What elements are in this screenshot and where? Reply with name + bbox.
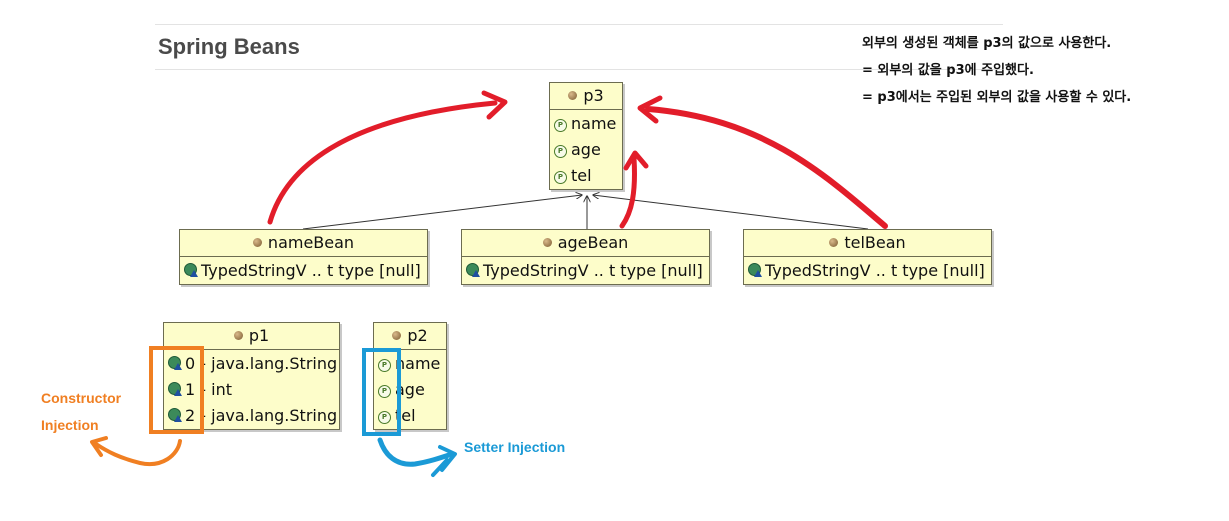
- bean-icon: [568, 91, 578, 100]
- property-icon: P: [378, 385, 391, 398]
- bean-namebean[interactable]: nameBean TypedStringV .. t type [null]: [179, 229, 428, 285]
- setter-injection-label: Setter Injection: [464, 439, 566, 455]
- annotation-notes: 외부의 생성된 객체를 p3의 값으로 사용한다. = 외부의 값을 p3에 주…: [862, 30, 1131, 111]
- property-icon: P: [554, 119, 567, 132]
- bean-agebean[interactable]: ageBean TypedStringV .. t type [null]: [461, 229, 710, 285]
- constructor-arg-label: TypedStringV .. t type [null]: [483, 261, 703, 280]
- bean-header: p1: [164, 323, 339, 350]
- property-label: age: [571, 140, 601, 159]
- constructor-arg-row[interactable]: 1 - int: [164, 377, 339, 403]
- property-icon: P: [378, 359, 391, 372]
- constructor-arg-row[interactable]: 2 - java.lang.String: [164, 403, 339, 429]
- red-arrow-agebean: [619, 155, 637, 229]
- blue-arrowhead-setter: [431, 445, 457, 477]
- bean-icon: [392, 331, 402, 340]
- constructor-arg-index: 0: [185, 354, 196, 373]
- bean-header: ageBean: [462, 230, 709, 257]
- constructor-arg-icon: [184, 263, 198, 277]
- bean-header: telBean: [744, 230, 991, 257]
- constructor-label-line: Constructor: [41, 390, 122, 406]
- property-icon: P: [554, 145, 567, 158]
- constructor-arg-icon: [168, 382, 182, 396]
- red-arrow-telbean: [645, 106, 888, 229]
- bean-p1[interactable]: p1 0 - java.lang.String 1 - int 2 - java…: [163, 322, 340, 430]
- bean-icon: [233, 331, 243, 340]
- orange-arrow-constructor: [94, 439, 182, 467]
- bean-icon: [829, 238, 839, 247]
- constructor-arg-label: TypedStringV .. t type [null]: [201, 261, 421, 280]
- bean-name: p2: [407, 326, 428, 345]
- red-arrowhead-telbean: [637, 95, 663, 124]
- note-line: = 외부의 값을 p3에 주입했다.: [862, 63, 1034, 78]
- blue-arrow-setter: [377, 437, 455, 467]
- red-arrowhead-namebean: [481, 90, 508, 120]
- header-top-rule: [155, 24, 1003, 25]
- constructor-arg-row[interactable]: 0 - java.lang.String: [164, 351, 339, 377]
- connector-telbean-p3: [593, 195, 869, 230]
- setter-highlight-box: [362, 348, 401, 436]
- constructor-injection-label: Constructor Injection: [41, 385, 121, 439]
- property-icon: P: [378, 411, 391, 424]
- bean-name: ageBean: [557, 233, 629, 252]
- bean-telbean[interactable]: telBean TypedStringV .. t type [null]: [743, 229, 992, 285]
- bean-header: p2: [374, 323, 446, 350]
- constructor-label-line: Injection: [41, 417, 99, 433]
- bean-name: p1: [248, 326, 270, 345]
- constructor-arg-row[interactable]: TypedStringV .. t type [null]: [462, 258, 709, 284]
- orange-arrowhead-constructor: [90, 436, 108, 457]
- constructor-arg-type: - int: [200, 380, 232, 399]
- constructor-arg-index: 1: [185, 380, 196, 399]
- bean-header: nameBean: [180, 230, 427, 257]
- constructor-arg-type: - java.lang.String: [200, 406, 338, 425]
- bean-name: telBean: [844, 233, 906, 252]
- bean-icon: [542, 238, 552, 247]
- page-title: Spring Beans: [158, 34, 300, 59]
- connector-namebean-p3: [302, 195, 582, 230]
- constructor-arg-icon: [168, 356, 182, 370]
- property-label: name: [395, 354, 441, 373]
- property-icon: P: [554, 171, 567, 184]
- constructor-arg-icon: [466, 263, 480, 277]
- note-line: = p3에서는 주입된 외부의 값을 사용할 수 있다.: [862, 90, 1132, 105]
- property-label: name: [571, 114, 617, 133]
- constructor-arg-row[interactable]: TypedStringV .. t type [null]: [180, 258, 427, 284]
- constructor-arg-type: - java.lang.String: [200, 354, 338, 373]
- bean-header: p3: [550, 83, 622, 110]
- constructor-arg-label: TypedStringV .. t type [null]: [765, 261, 985, 280]
- red-arrowhead-agebean: [623, 150, 649, 171]
- header-bottom-rule: [155, 69, 1003, 70]
- property-label: tel: [571, 166, 592, 185]
- bean-name: p3: [583, 86, 604, 105]
- constructor-arg-row[interactable]: TypedStringV .. t type [null]: [744, 258, 991, 284]
- property-label: age: [395, 380, 425, 399]
- note-line: 외부의 생성된 객체를 p3의 값으로 사용한다.: [862, 36, 1112, 51]
- bean-name: nameBean: [267, 233, 355, 252]
- constructor-arg-index: 2: [185, 406, 196, 425]
- bean-icon: [252, 238, 262, 247]
- constructor-highlight-box: [149, 346, 204, 434]
- red-arrow-namebean: [267, 100, 498, 225]
- constructor-arg-icon: [748, 263, 762, 277]
- constructor-arg-icon: [168, 408, 182, 422]
